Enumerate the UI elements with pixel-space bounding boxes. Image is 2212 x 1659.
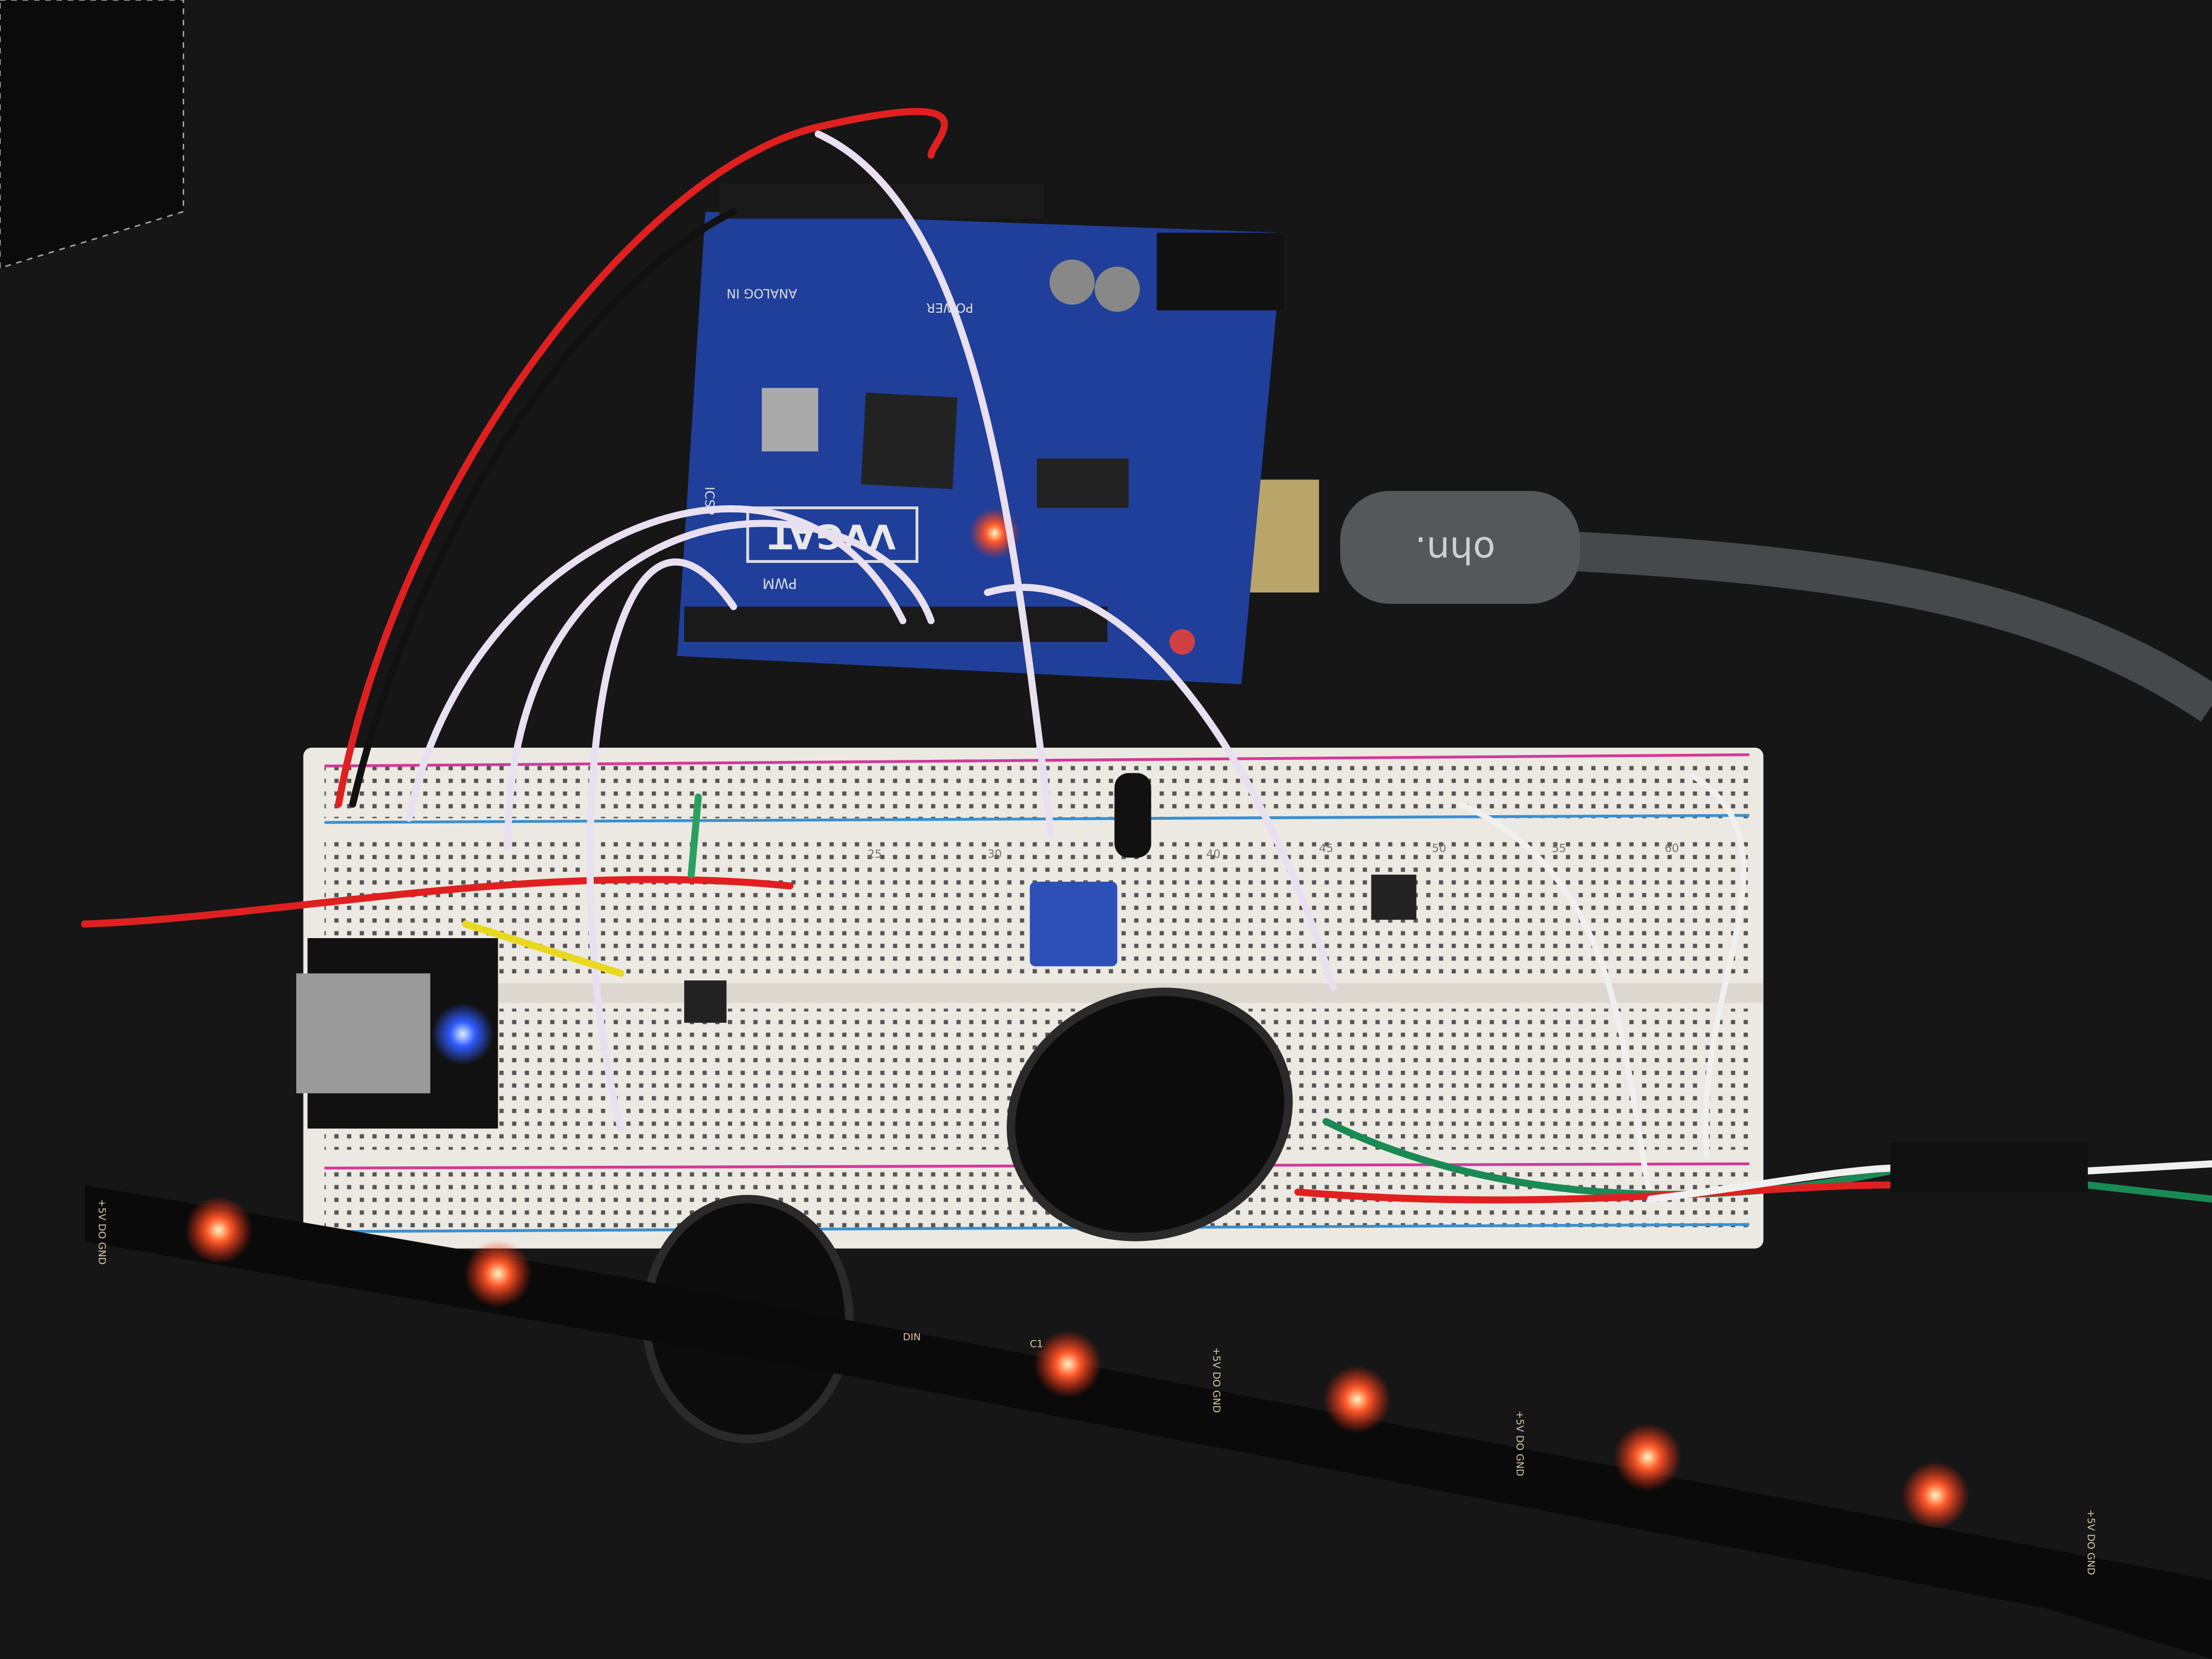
led <box>1901 1462 1970 1530</box>
desk-mat-corner <box>0 0 184 269</box>
strip-led-label: C1 <box>1030 1339 1043 1350</box>
column-number: 50 <box>1432 842 1446 855</box>
strip-pad-label: +5V DO GND <box>2085 1509 2097 1575</box>
jumper-wires <box>81 108 2212 1204</box>
capacitor <box>1114 773 1152 858</box>
mp3-module <box>296 938 498 1129</box>
push-button <box>684 980 727 1023</box>
column-number: 55 <box>1552 842 1566 855</box>
arduino-board: VVGAT PWM ICSP ANALOG IN POWER <box>677 183 1284 685</box>
led <box>1034 1330 1102 1398</box>
column-number: 40 <box>1206 847 1221 860</box>
led <box>464 1240 532 1308</box>
column-number: 25 <box>867 847 882 860</box>
led <box>1323 1365 1391 1434</box>
column-number: 45 <box>1319 842 1333 855</box>
led-strip: +5V DO GND +5V DO GND +5V DO GND +5V DO … <box>84 1185 2212 1659</box>
column-number: 60 <box>1664 842 1679 855</box>
strip-pad-label: +5V DO GND <box>1210 1347 1222 1413</box>
strip-din-label: DIN <box>903 1331 921 1343</box>
cable-brand: ohn. <box>1415 529 1496 572</box>
speaker-large <box>1007 988 1293 1242</box>
strip-pad-label: +5V DO GND <box>96 1199 108 1265</box>
strip-pad-label: +5V DO GND <box>1514 1410 1525 1476</box>
board-analog-label: ANALOG IN <box>726 286 797 300</box>
column-number: 30 <box>988 847 1002 860</box>
push-button <box>1371 874 1417 920</box>
led <box>1613 1423 1682 1491</box>
potentiometer <box>1030 882 1118 967</box>
board-pwm-label: PWM <box>763 574 797 591</box>
led <box>184 1196 253 1264</box>
